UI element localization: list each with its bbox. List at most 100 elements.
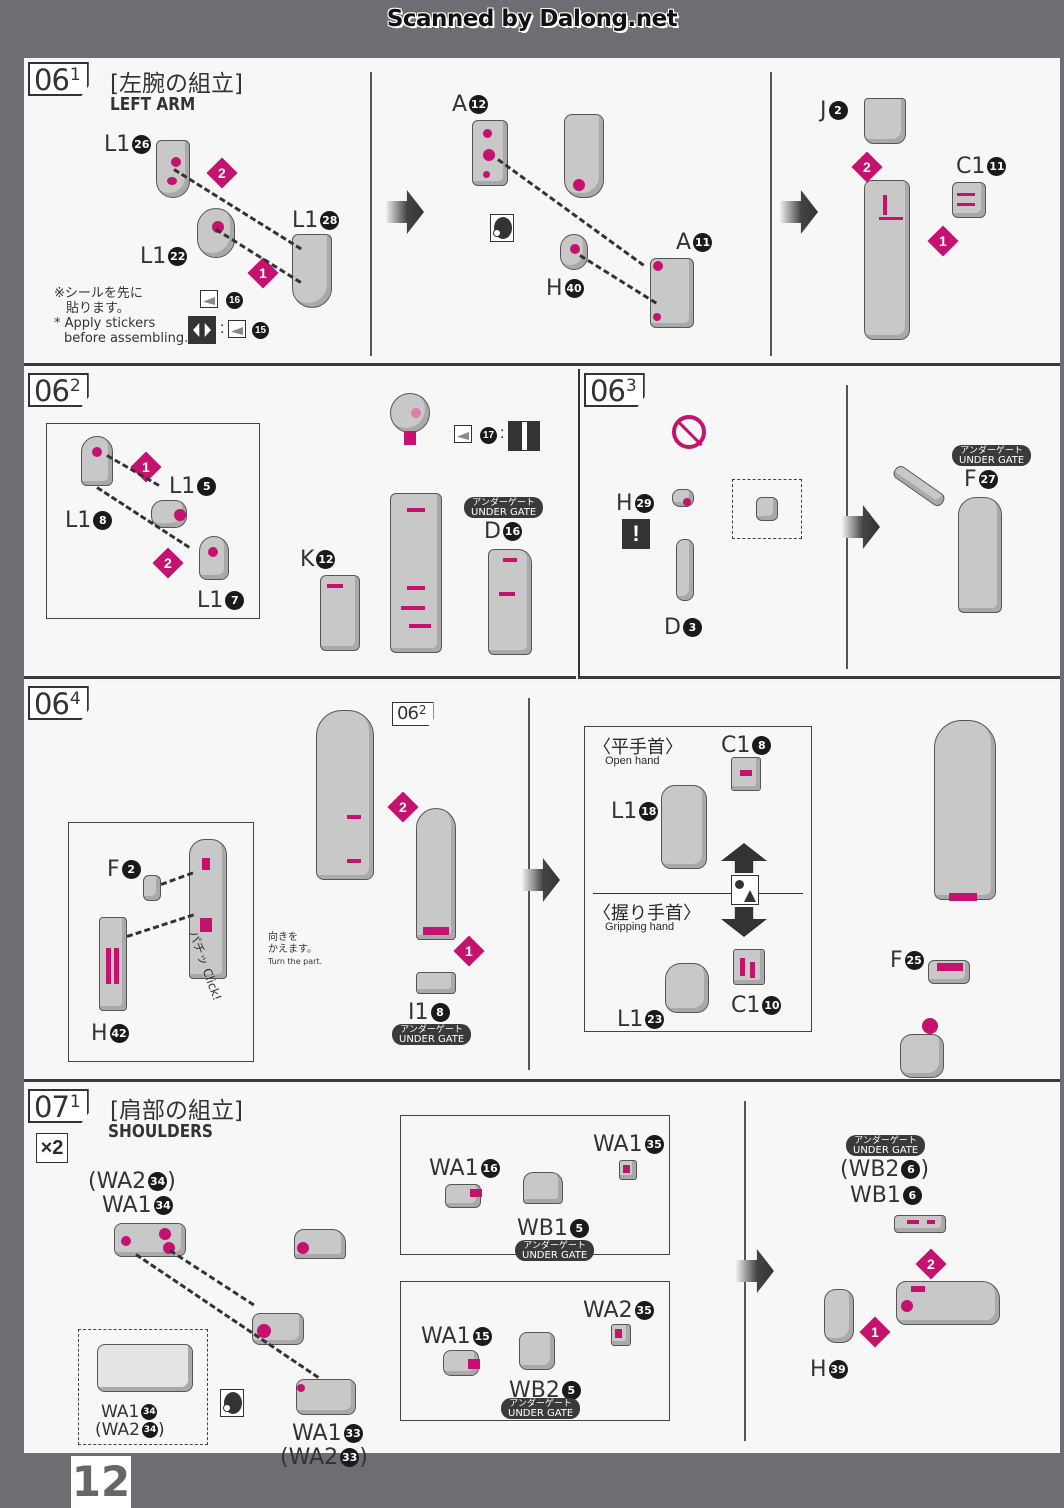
sticker-icon: [200, 290, 218, 308]
sticker-icon: [228, 320, 246, 338]
turn-part-note: 向きを かえます。 Turn the part.: [268, 932, 323, 966]
part-l1-26: [156, 140, 190, 198]
open-hand-subtitle: Open hand: [605, 755, 660, 767]
part-h29: [672, 489, 694, 507]
scan-watermark: Scanned by Dalong.net: [386, 6, 678, 32]
order-marker-1: 1: [453, 935, 485, 967]
assembly-arrow: [579, 254, 658, 305]
next-step-arrow: [736, 1249, 774, 1293]
part-a11: [650, 258, 694, 328]
step-tag-06-1: 06 1: [28, 62, 89, 96]
sticker-number-16: 16: [226, 292, 243, 309]
assembly-arrow: [173, 168, 303, 251]
hand-joint: [922, 1018, 938, 1034]
peg: [404, 431, 416, 445]
part-k12: [320, 575, 360, 651]
step-divider: [370, 72, 372, 356]
part-upper-arm: [390, 493, 442, 653]
option-divider: [593, 893, 803, 894]
black-parts-icon: [490, 214, 514, 242]
part-f2: [143, 875, 161, 901]
part-wa1-33: [296, 1379, 356, 1415]
part-f25: [928, 960, 970, 984]
part-wa1-15: [443, 1350, 480, 1376]
part-wa1-35: [619, 1160, 637, 1180]
part-gun-unit: [416, 808, 456, 940]
part-h42: [99, 917, 127, 1011]
section-title-en: SHOULDERS: [108, 1121, 213, 1142]
part-l1-7: [199, 536, 229, 580]
sticker-number-17: 17: [480, 427, 497, 444]
part-grip-hand: [665, 963, 709, 1013]
colon: :: [220, 320, 225, 337]
quantity-badge: ×2: [36, 1133, 68, 1163]
part-wb1-5: [523, 1172, 563, 1204]
part-wa2-35: [611, 1324, 631, 1346]
part-shoulder-assembly: [896, 1281, 1000, 1325]
mirror-flip-icon: [188, 316, 216, 344]
order-marker-1: 1: [927, 225, 959, 257]
part-a12: [472, 120, 508, 186]
part-l1-22: [197, 208, 235, 258]
order-marker-2: 2: [152, 547, 184, 579]
part-i1-8: [416, 972, 456, 994]
order-marker-2: 2: [915, 1248, 947, 1280]
colon: :: [500, 425, 505, 442]
part-shoulder-joint: [390, 393, 430, 433]
swap-up-arrow: [721, 843, 767, 873]
step-sub-number: 1: [69, 65, 81, 85]
part-fist: [900, 1034, 944, 1078]
part-l1-28: [292, 234, 332, 308]
sticker-number-15: 15: [252, 322, 269, 339]
step-divider: [770, 72, 772, 356]
choose-option-icon: [731, 875, 759, 905]
part-open-hand: [661, 785, 707, 869]
part-arm-assembly: [316, 710, 374, 880]
sticker-icon: [454, 425, 472, 443]
part-arm-assembly: [864, 180, 910, 340]
part-forearm-assembly: [934, 720, 996, 901]
part-arm-frame: [564, 114, 604, 198]
order-marker-2: 2: [206, 157, 238, 189]
part-c1-10: [733, 949, 765, 985]
no-nipper-icon: [672, 415, 706, 449]
part-d3: [676, 539, 694, 601]
next-step-arrow: [386, 190, 424, 234]
next-step-arrow: [780, 190, 818, 234]
